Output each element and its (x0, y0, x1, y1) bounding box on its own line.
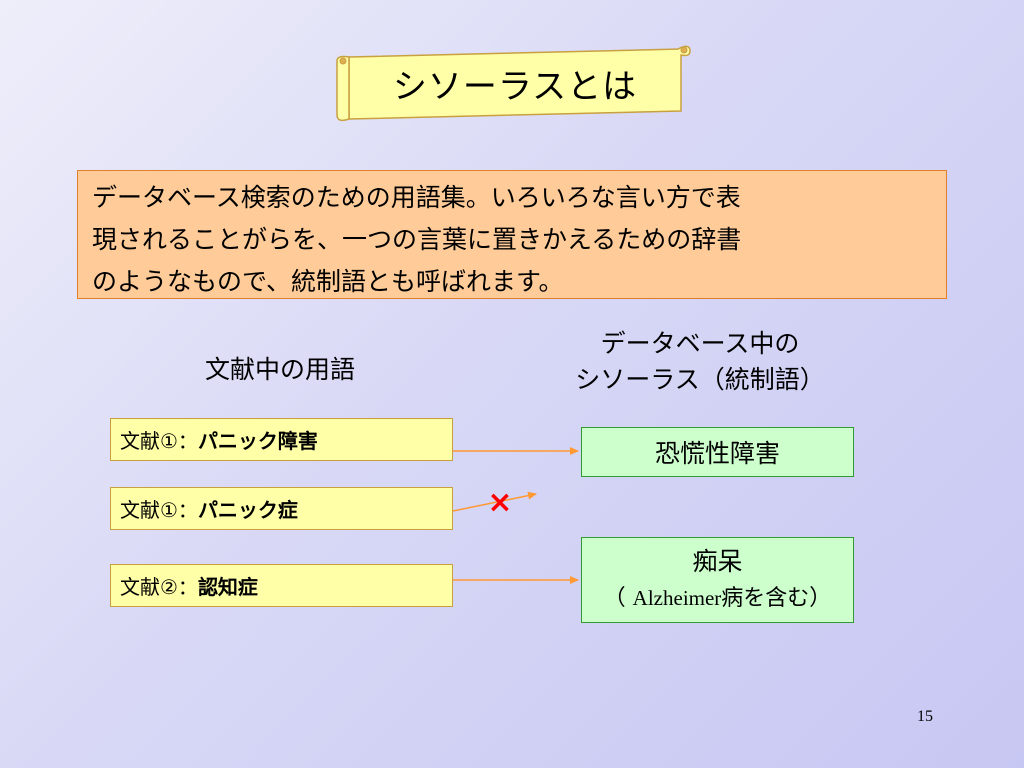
right-column-heading: データベース中の シソーラス（統制語） (540, 326, 860, 398)
document-prefix: 文献①： (120, 429, 198, 453)
document-prefix: 文献②： (120, 575, 198, 599)
left-column-heading: 文献中の用語 (204, 355, 355, 384)
definition-box: データベース検索のための用語集。いろいろな言い方で表 現されることがらを、一つの… (77, 170, 947, 299)
scroll-shape (336, 45, 691, 122)
document-term: パニック症 (197, 498, 298, 522)
document-term: 認知症 (197, 575, 258, 599)
thesaurus-term: 恐慌性障害 (654, 439, 780, 468)
note-rest: 病を含む） (721, 585, 832, 611)
thesaurus-term: 痴呆 (692, 546, 743, 576)
right-heading-line-2: シソーラス（統制語） (575, 365, 825, 394)
definition-line-2: 現されることがらを、一つの言葉に置きかえるための辞書 (92, 225, 742, 254)
no-match-cross-icon: × (487, 485, 513, 520)
definition-line-3: のようなもので、統制語とも呼ばれます。 (92, 267, 564, 296)
title-scroll-banner: シソーラスとは (333, 45, 691, 123)
note-latin: Alzheimer (632, 585, 722, 610)
document-prefix: 文献①： (120, 498, 198, 522)
arrow-2 (452, 491, 537, 512)
document-term-box-2: 文献①：パニック症 (110, 487, 453, 530)
thesaurus-term-box-2: 痴呆 （ Alzheimer病を含む） (581, 537, 854, 623)
thesaurus-term-box-1: 恐慌性障害 (581, 427, 854, 477)
slide-title: シソーラスとは (392, 66, 638, 107)
page-number: 15 (917, 708, 933, 725)
document-term: パニック障害 (197, 429, 318, 453)
note-open: （ (603, 585, 633, 611)
thesaurus-note: （ Alzheimer病を含む） (604, 580, 832, 617)
document-term-box-3: 文献②：認知症 (110, 564, 453, 607)
right-heading-line-1: データベース中の (600, 329, 800, 358)
definition-line-1: データベース検索のための用語集。いろいろな言い方で表 (92, 183, 741, 212)
document-term-box-1: 文献①：パニック障害 (110, 418, 453, 461)
